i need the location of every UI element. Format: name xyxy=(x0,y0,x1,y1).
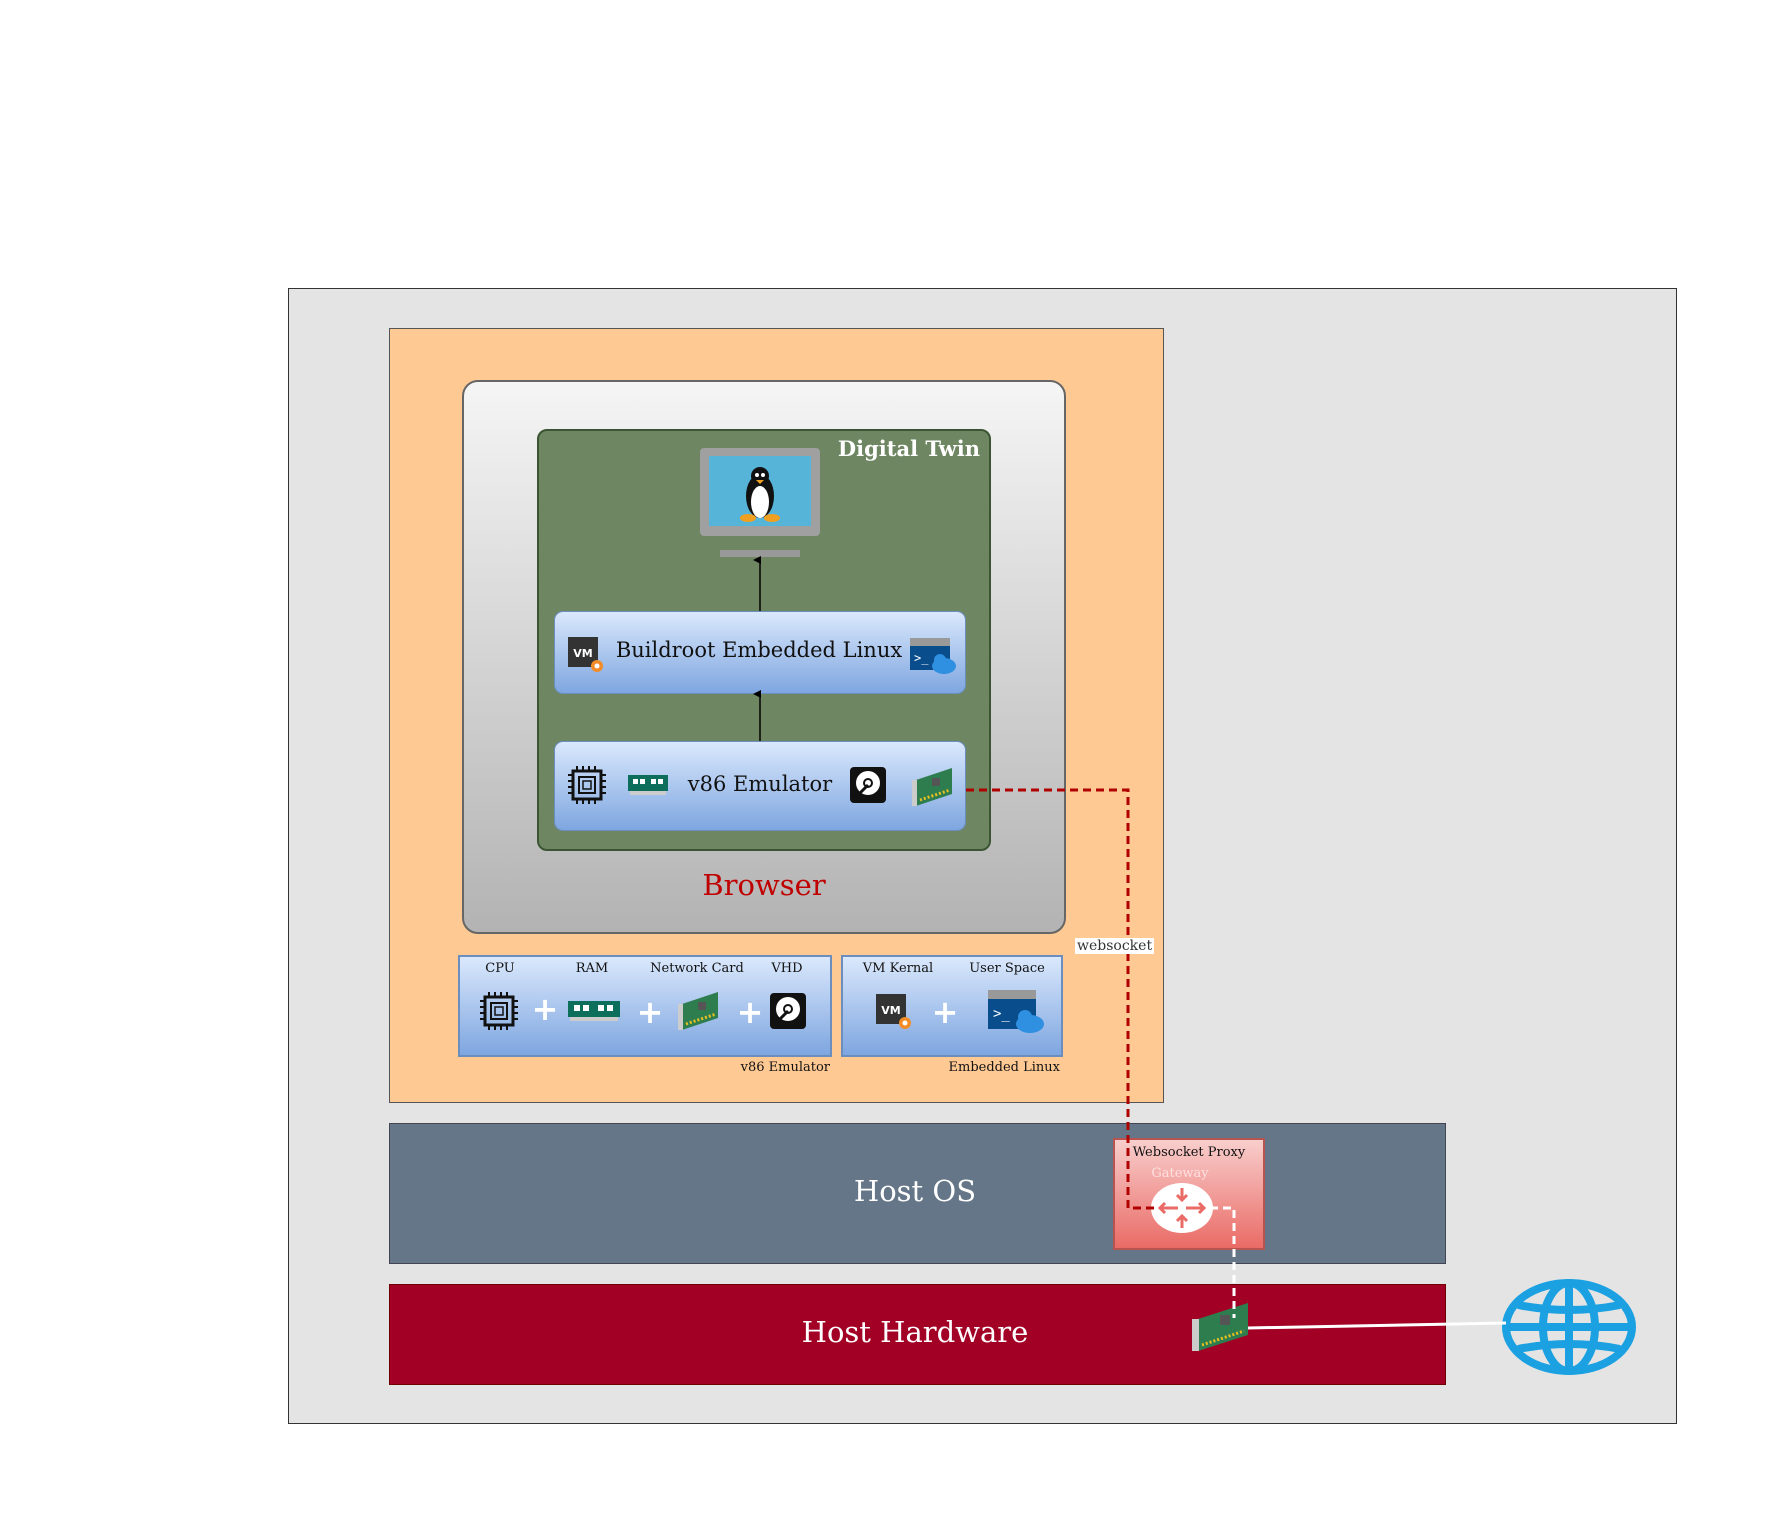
proxy-title: Websocket Proxy xyxy=(1132,1145,1246,1160)
cpu-icon xyxy=(480,992,518,1030)
browser-label: Browser xyxy=(702,868,826,902)
internet-globe-icon xyxy=(1502,1279,1636,1375)
embedded-linux-caption: Embedded Linux xyxy=(948,1060,1061,1075)
host-hardware-layer xyxy=(389,1284,1446,1385)
digital-twin-label: Digital Twin xyxy=(837,436,980,461)
cpu-caption: CPU xyxy=(485,961,515,976)
hard-disk-icon xyxy=(850,767,886,803)
host-hardware-label: Host Hardware xyxy=(801,1315,1029,1349)
vm-kernal-caption: VM Kernal xyxy=(862,961,934,976)
websocket-label: websocket xyxy=(1075,938,1155,954)
v86-emulator-box xyxy=(554,741,966,831)
proxy-to-nic-link xyxy=(1210,1206,1236,1318)
linux-monitor-icon xyxy=(700,448,820,557)
ram-caption: RAM xyxy=(575,961,609,976)
host-os-label: Host OS xyxy=(853,1174,977,1208)
v86-group-caption: v86 Emulator xyxy=(740,1060,830,1075)
cpu-icon xyxy=(568,766,606,804)
vm-icon: VM xyxy=(568,637,603,672)
v86-label: v86 Emulator xyxy=(687,772,833,796)
ram-icon xyxy=(628,775,668,795)
plus-sign: + xyxy=(931,993,959,1031)
ram-icon xyxy=(568,1001,620,1021)
network-card-icon xyxy=(678,992,718,1030)
svg-text:>_: >_ xyxy=(993,1006,1010,1022)
cloud-shell-icon: >_ xyxy=(988,990,1044,1033)
user-space-caption: User Space xyxy=(969,961,1045,976)
hardware-components-box xyxy=(458,955,832,1057)
hard-disk-icon xyxy=(770,993,806,1029)
plus-sign: + xyxy=(531,990,559,1028)
svg-text:VM: VM xyxy=(881,1004,900,1017)
websocket-link xyxy=(966,788,1155,1210)
vm-icon: VM xyxy=(876,994,911,1029)
gateway-router-icon xyxy=(1151,1183,1213,1233)
network-card-caption: Network Card xyxy=(650,961,744,976)
plus-sign: + xyxy=(636,993,664,1031)
host-os-layer xyxy=(389,1123,1446,1264)
svg-text:>_: >_ xyxy=(914,651,929,665)
plus-sign: + xyxy=(736,993,764,1031)
network-card-icon xyxy=(912,768,952,806)
buildroot-label: Buildroot Embedded Linux xyxy=(615,638,903,662)
cloud-shell-icon: >_ xyxy=(910,638,956,674)
svg-text:VM: VM xyxy=(573,647,592,660)
nic-to-internet-link xyxy=(1247,1321,1507,1330)
proxy-subtitle: Gateway xyxy=(1151,1166,1209,1181)
vhd-caption: VHD xyxy=(771,961,803,976)
